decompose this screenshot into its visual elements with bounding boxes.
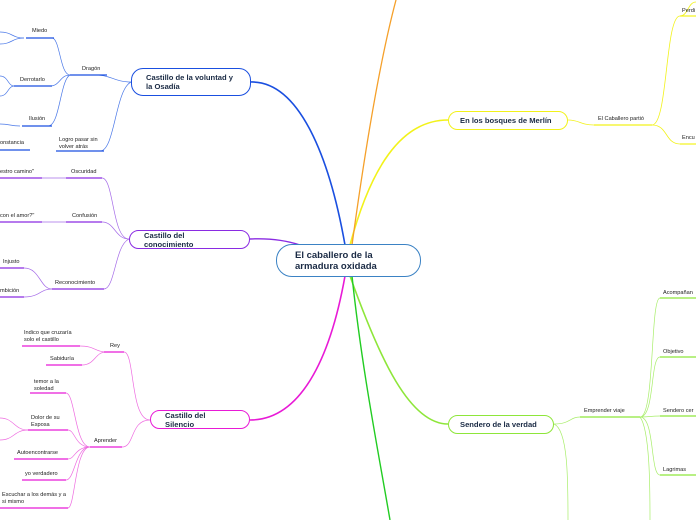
leaf-oscuridad[interactable]: Oscuridad [71, 169, 97, 175]
branch-castillo-silencio-title: Castillo del Silencio [165, 410, 206, 429]
connector-root-merlin [349, 119, 449, 246]
branch-castillo-voluntad[interactable]: Castillo de la voluntad y la Osadía [131, 68, 251, 96]
leaf-autoencontrarse[interactable]: Autoencontrarse [17, 450, 59, 456]
conocimiento-underlines [0, 177, 104, 298]
leaf-sendero[interactable]: Sendero cer [663, 408, 694, 414]
connector-root-silencio [249, 275, 346, 421]
merlin-underlines [594, 15, 696, 145]
leaf-rey[interactable]: Rey [110, 343, 120, 349]
leaf-ilusion[interactable]: Ilusión [29, 116, 46, 122]
leaf-dragon[interactable]: Dragón [82, 66, 101, 72]
leaf-encu[interactable]: Encu [682, 135, 695, 141]
leaf-derrotarlo[interactable]: Derrotarlo [20, 77, 45, 83]
branch-castillo-conocimiento-title: Castillo del conocimiento [144, 230, 194, 249]
leaf-injusto[interactable]: Injusto [3, 259, 20, 265]
leaf-con-el-amor[interactable]: con el amor?" [0, 213, 35, 219]
connector-root-conocimiento [249, 238, 301, 246]
leaf-lagrimas[interactable]: Lagrimas [663, 467, 687, 473]
leaf-reconocimiento[interactable]: Reconocimiento [55, 280, 96, 286]
leaf-miedo[interactable]: Miedo [32, 28, 48, 34]
conocimiento-links [23, 177, 130, 298]
connector-root-sendero [349, 275, 449, 425]
leaf-sabiduria[interactable]: Sabiduría [50, 356, 74, 362]
sendero-links [553, 297, 661, 520]
leaf-logro[interactable]: Logro pasar sin volver atrás [59, 137, 98, 150]
branch-sendero-verdad[interactable]: Sendero de la verdad [448, 415, 554, 434]
leaf-dolor[interactable]: Dolor de su Esposa [31, 415, 60, 428]
leaf-ambicion[interactable]: mbición [0, 288, 20, 294]
silencio-underlines [0, 345, 124, 509]
leaf-partio[interactable]: El Caballero partió [598, 116, 645, 122]
leaf-escuchar[interactable]: Escuchar a los demás y a si mismo [2, 492, 67, 505]
merlin-links [567, 1, 696, 145]
leaf-yo-verdadero[interactable]: yo verdadero [25, 471, 58, 477]
branch-bosques-merlin[interactable]: En los bosques de Merlín [448, 111, 568, 130]
voluntad-underlines [0, 37, 107, 152]
leaf-temor[interactable]: temor a la soledad [34, 379, 59, 392]
leaf-confusion[interactable]: Confusión [72, 213, 98, 219]
leaf-nuestro-camino[interactable]: estro camino" [0, 169, 35, 175]
branch-sendero-verdad-title: Sendero de la verdad [460, 420, 537, 429]
leaf-emprender[interactable]: Emprender viaje [584, 408, 625, 414]
leaf-acompanan[interactable]: Acompañan [663, 290, 693, 296]
connector-root-voluntad [249, 81, 346, 246]
branch-castillo-voluntad-title: Castillo de la voluntad y la Osadía [146, 73, 233, 91]
leaf-aprender[interactable]: Aprender [94, 438, 118, 444]
root-title: El caballero de la armadura oxidada [295, 249, 377, 272]
connector-root-orange [351, 0, 397, 246]
leaf-indico[interactable]: Indico que cruzaría solo el castillo [24, 330, 72, 343]
leaf-constancia[interactable]: onstancia [0, 140, 24, 146]
voluntad-links [0, 31, 132, 152]
branch-castillo-silencio[interactable]: Castillo del Silencio [150, 410, 250, 429]
leaf-objetivo[interactable]: Objetivo [663, 349, 684, 355]
sendero-underlines [580, 297, 696, 476]
leaf-perdi[interactable]: Perdi [682, 8, 696, 14]
branch-castillo-conocimiento[interactable]: Castillo del conocimiento [129, 230, 250, 249]
branch-bosques-merlin-title: En los bosques de Merlín [460, 116, 552, 125]
silencio-links [0, 345, 151, 509]
connector-root-green [351, 275, 391, 520]
root-node[interactable]: El caballero de la armadura oxidada [276, 244, 421, 277]
